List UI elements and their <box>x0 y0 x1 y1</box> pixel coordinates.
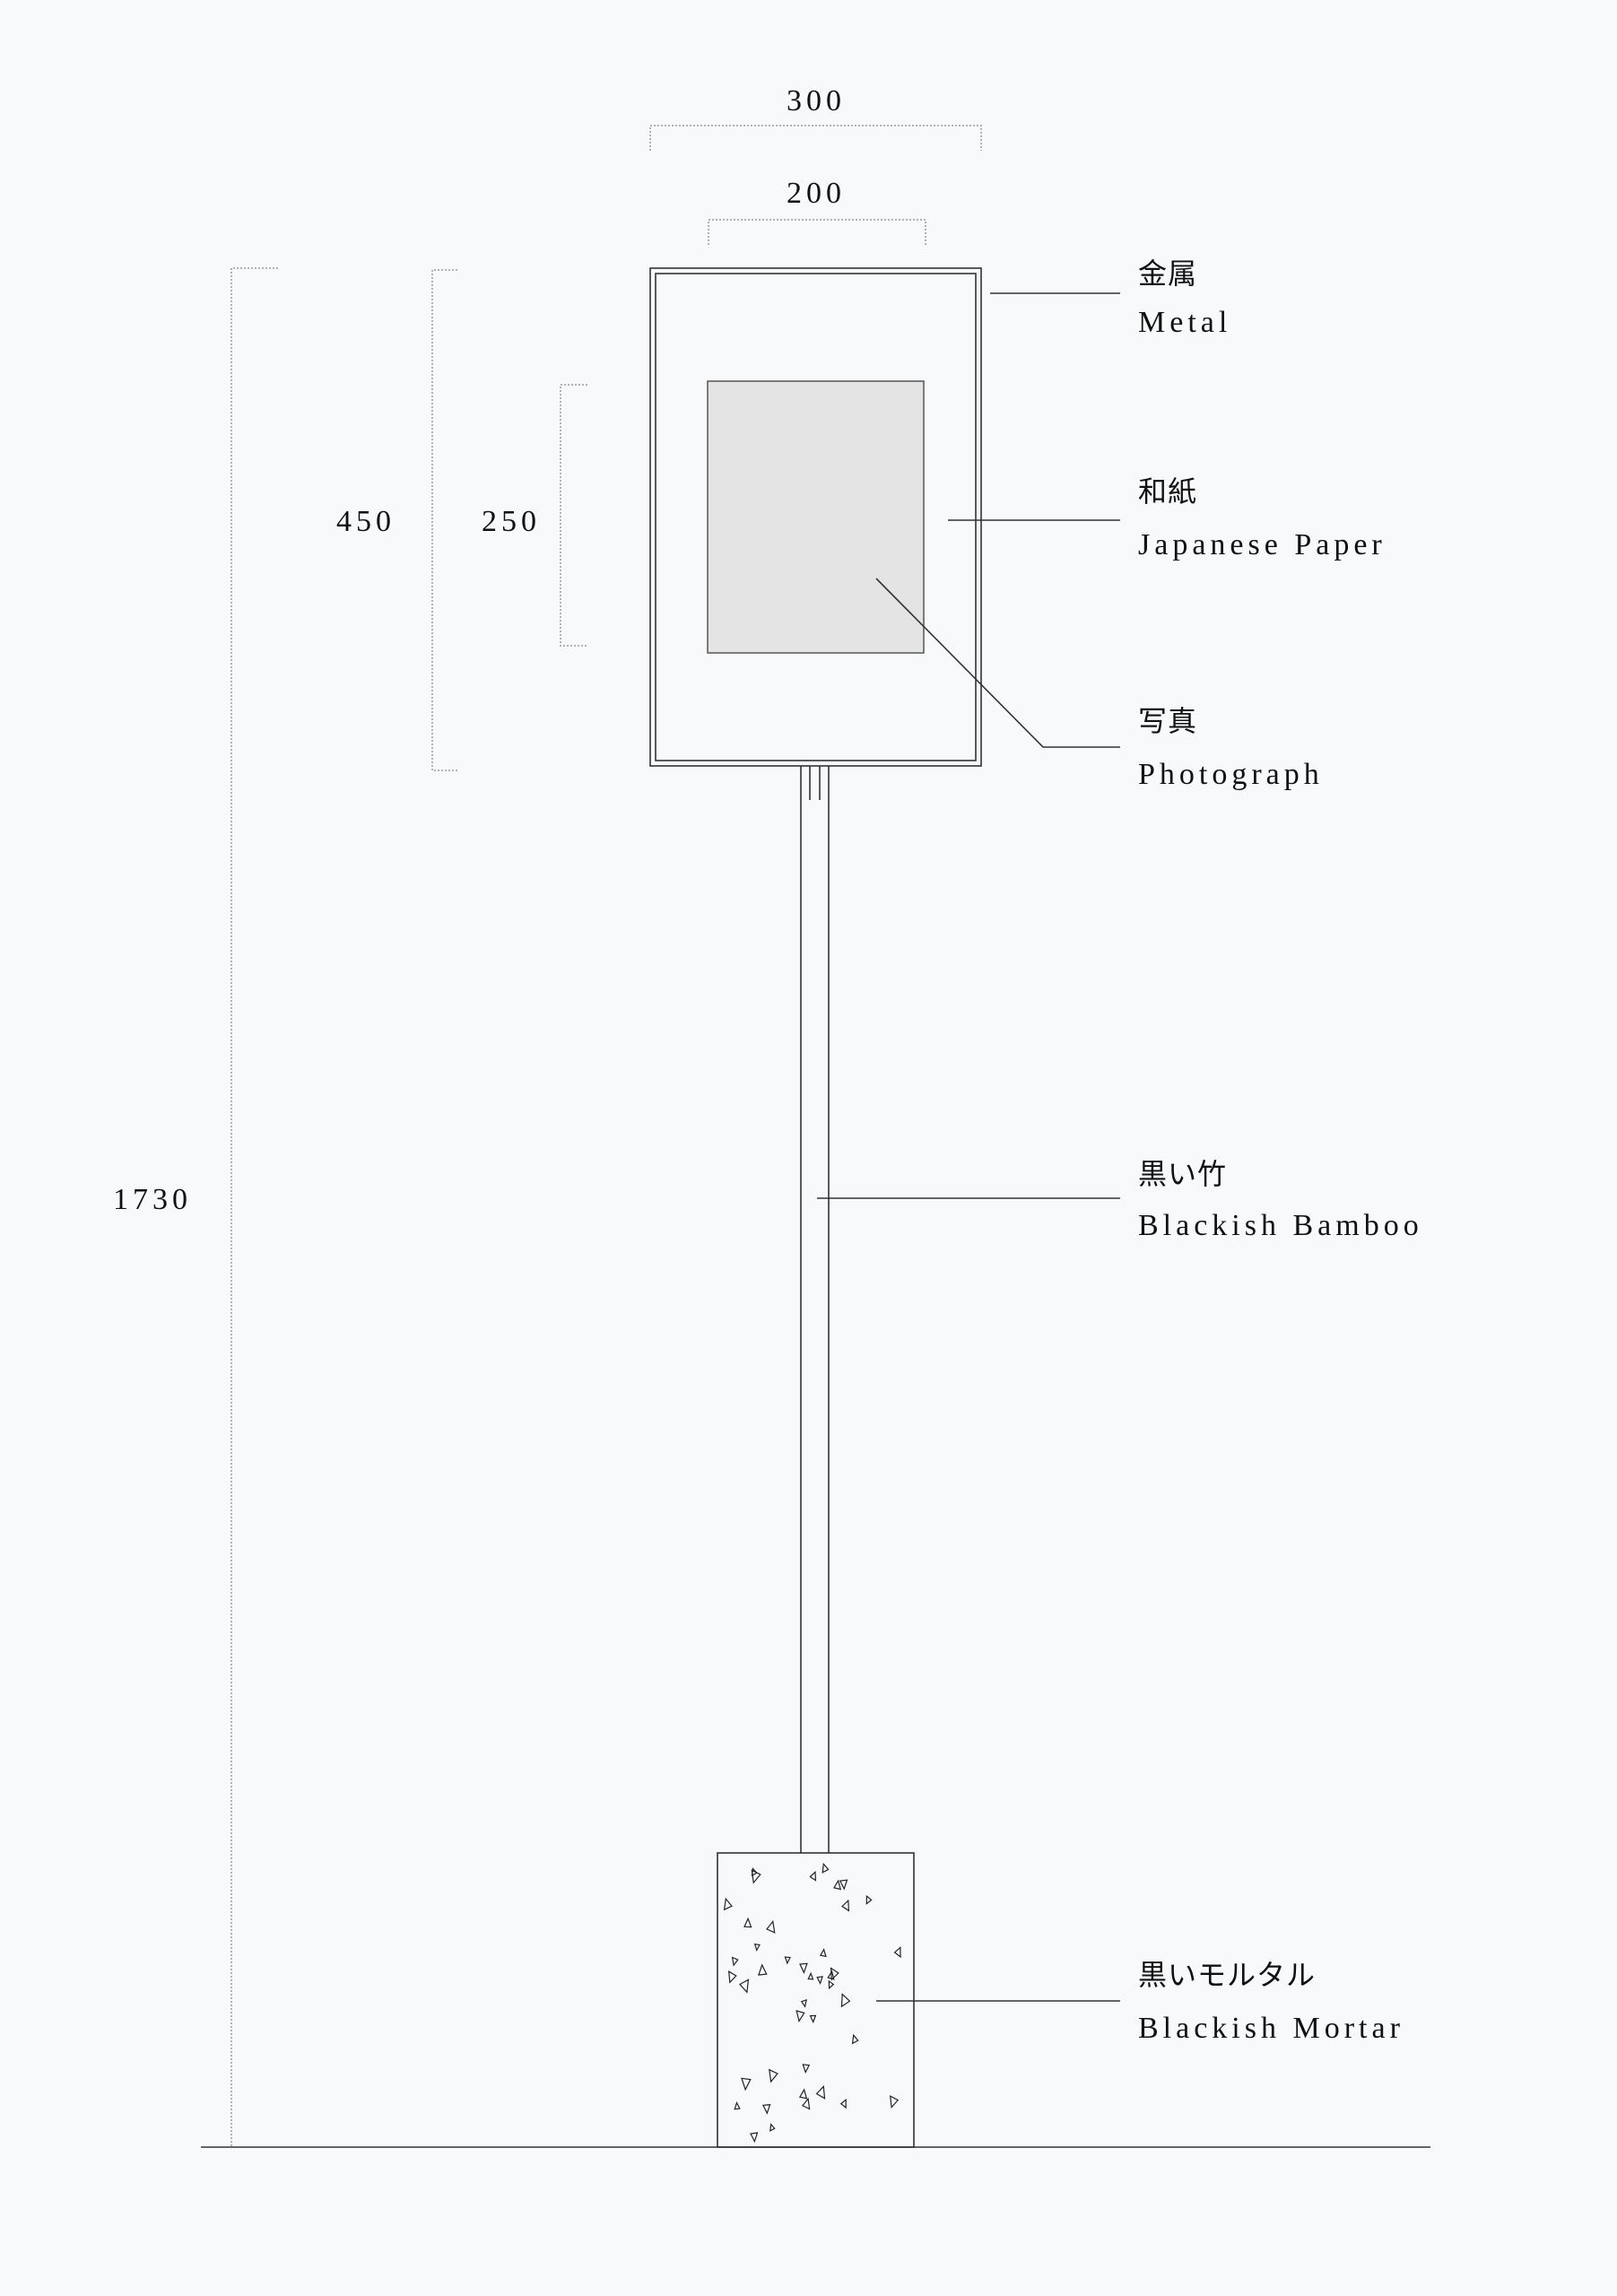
aggregate-mark <box>723 1897 733 1911</box>
aggregate-mark <box>727 1970 737 1984</box>
aggregate-mark <box>822 1862 830 1874</box>
dimension-photo-height: 250 <box>482 384 587 647</box>
aggregate-mark <box>743 1917 752 1928</box>
leader-photo <box>875 578 1120 748</box>
dimension-total-height: 1730 <box>113 267 278 2147</box>
aggregate-mark <box>851 2033 859 2045</box>
label-metal-en: Metal <box>1138 306 1231 339</box>
aggregate-mark <box>833 1879 842 1891</box>
mortar-aggregate <box>723 1862 901 2144</box>
label-paper-jp: 和紙 <box>1138 474 1197 509</box>
dimension-frame-width: 300 <box>649 84 982 151</box>
pole-connector <box>800 766 830 800</box>
aggregate-mark <box>889 2095 900 2109</box>
aggregate-mark <box>841 1899 850 1912</box>
label-bamboo-jp: 黒い竹 <box>1138 1157 1227 1191</box>
aggregate-mark <box>784 1956 791 1965</box>
aggregate-mark <box>769 2123 776 2132</box>
aggregate-mark <box>798 2088 808 2100</box>
label-bamboo: 黒い竹 Blackish Bamboo <box>1138 1157 1423 1242</box>
aggregate-mark <box>731 1956 739 1967</box>
aggregate-mark <box>739 1979 750 1994</box>
metal-frame <box>649 267 982 767</box>
aggregate-mark <box>816 1976 823 1985</box>
label-metal: 金属 Metal <box>1138 257 1231 339</box>
label-paper: 和紙 Japanese Paper <box>1138 474 1387 561</box>
label-paper-en: Japanese Paper <box>1138 528 1387 561</box>
aggregate-mark <box>830 1967 839 1981</box>
label-mortar: 黒いモルタル Blackish Mortar <box>1138 1958 1404 2045</box>
aggregate-mark <box>802 2064 811 2074</box>
aggregate-mark <box>753 1943 761 1952</box>
aggregate-mark <box>761 2103 771 2115</box>
aggregate-mark <box>766 1919 776 1934</box>
aggregate-mark <box>801 2097 811 2110</box>
aggregate-mark <box>809 1870 817 1882</box>
aggregate-mark <box>807 1971 814 1980</box>
aggregate-mark <box>828 1979 835 1990</box>
dimension-label-200: 200 <box>787 177 846 210</box>
label-bamboo-en: Blackish Bamboo <box>1138 1209 1423 1242</box>
aggregate-mark <box>799 1962 808 1974</box>
aggregate-mark <box>865 1894 873 1905</box>
aggregate-mark <box>795 2010 805 2023</box>
label-photo: 写真 Photograph <box>1138 704 1324 791</box>
photograph <box>707 380 925 654</box>
dimension-label-450: 450 <box>336 505 396 538</box>
dimension-label-1730: 1730 <box>113 1183 192 1216</box>
dimension-label-250: 250 <box>482 505 541 538</box>
aggregate-mark <box>741 2077 752 2092</box>
dimension-label-300: 300 <box>787 84 846 117</box>
dimension-frame-height: 450 <box>336 269 457 771</box>
label-mortar-jp: 黒いモルタル <box>1138 1958 1316 1992</box>
aggregate-mark <box>809 2014 817 2024</box>
aggregate-mark <box>827 1970 835 1980</box>
aggregate-mark <box>815 2085 826 2100</box>
aggregate-mark <box>893 1946 901 1959</box>
label-mortar-en: Blackish Mortar <box>1138 2012 1404 2045</box>
dimension-photo-width: 200 <box>708 177 926 245</box>
aggregate-mark <box>734 2101 741 2110</box>
aggregate-mark <box>751 1867 758 1877</box>
label-photo-jp: 写真 <box>1138 704 1197 738</box>
aggregate-mark <box>750 2132 759 2144</box>
aggregate-mark <box>758 1963 768 1976</box>
label-metal-jp: 金属 <box>1138 257 1197 291</box>
aggregate-mark <box>819 1948 827 1958</box>
aggregate-mark <box>839 1879 848 1891</box>
aggregate-mark <box>840 1993 851 2008</box>
aggregate-mark <box>800 1998 808 2008</box>
bamboo-pole <box>800 800 830 1853</box>
aggregate-mark <box>769 2068 778 2083</box>
aggregate-mark <box>839 2098 847 2109</box>
mortar-base <box>717 1852 915 2148</box>
label-photo-en: Photograph <box>1138 758 1324 791</box>
